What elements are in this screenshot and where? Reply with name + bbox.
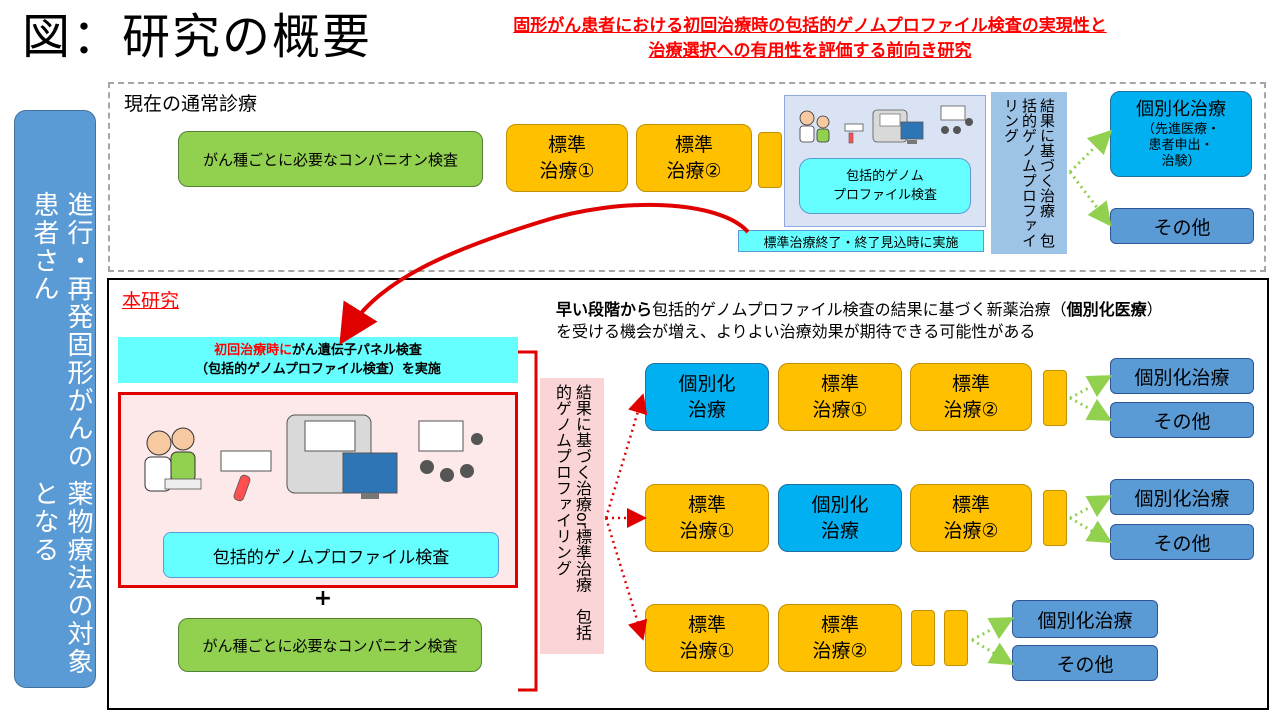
banner-red-part: 初回治療時に [214,343,292,358]
std1-line-2: 治療① [539,160,595,182]
current-personal-detail-1: （先進医療・ [1141,122,1220,137]
current-result-panel: 結果に基づく治療 包括的ゲノムプロファイリング [991,92,1067,254]
study-subtitle: 固形がん患者における初回治療時の包括的ゲノムプロファイル検査の実現性と 治療選択… [400,14,1220,64]
row2-personal-outcome: 個別化治療 [1110,479,1254,515]
current-standard-therapy-1: 標準治療① [506,124,628,192]
current-further-therapy [758,132,782,188]
current-personal-detail-3: 治験） [1161,154,1201,169]
row3-standard-1: 標準治療① [645,604,769,672]
current-cgp-image-panel: 包括的ゲノムプロファイル検査 [784,95,986,227]
std2-line-1: 標準 [674,134,713,156]
row2-standard-1: 標準治療① [645,484,769,552]
page-title: 図：研究の概要 [22,9,373,65]
patient-target-sidebar: 進行・再発固形がんの患者さん 薬物療法の対象となる [14,110,96,688]
computer-icon [342,452,398,499]
row3-personal-outcome: 個別化治療 [1012,600,1158,638]
row3-box1-line1: 標準 [687,614,726,636]
computer-icon [900,121,924,144]
row3-box1-line2: 治療① [679,640,735,662]
study-cgp-test: 包括的ゲノムプロファイル検査 [163,532,499,578]
row2-other-outcome: その他 [1110,524,1254,560]
row1-other-outcome: その他 [1110,402,1254,438]
current-other: その他 [1110,208,1254,244]
study-label: 本研究 [122,290,180,312]
row1-further [1043,370,1067,426]
row2-further [1043,490,1067,546]
sequencer-icon [872,109,908,143]
current-personal-detail-2: 患者申出・ [1148,138,1214,153]
current-standard-therapy-2: 標準治療② [636,124,752,192]
row3-further-1 [911,610,935,666]
doctor-patient-icon [799,110,830,143]
subtitle-line-2: 治療選択への有用性を評価する前向き研究 [648,41,972,61]
study-cgp-illustration [144,414,483,502]
study-first-line-banner: 初回治療時にがん遺伝子パネル検査 （包括的ゲノムプロファイル検査）を実施 [118,337,518,383]
desc-bold-2: 個別化医療 [1066,300,1147,319]
row2-box2-line1: 個別化 [811,494,869,516]
current-personalized-therapy: 個別化治療 （先進医療・ 患者申出・ 治験） [1110,91,1252,177]
sidebar-text: 進行・再発固形がんの患者さん 薬物療法の対象となる [15,191,95,687]
row3-box2-line1: 標準 [820,614,859,636]
row2-box2-line2: 治療 [820,520,859,542]
row1-box2-line2: 治療① [812,399,868,421]
current-result-panel-text: 結果に基づく治療 包括的ゲノムプロファイリング [1002,98,1056,248]
plus-sign: + [313,586,333,611]
row2-personalized: 個別化治療 [778,484,902,552]
study-cgp-panel: 包括的ゲノムプロファイル検査 [118,392,518,588]
row1-standard-2: 標準治療② [910,363,1032,431]
study-companion-test: がん種ごとに必要なコンパニオン検査 [178,618,482,672]
doctor-patient-icon [144,427,202,492]
row1-standard-1: 標準治療① [778,363,902,431]
row3-standard-2: 標準治療② [778,604,902,672]
conference-icon [418,420,483,482]
row1-box1-line2: 治療 [687,399,726,421]
current-timing-note: 標準治療終了・終了見込時に実施 [738,230,984,252]
row1-box1-line1: 個別化 [678,373,736,395]
row2-box3-line1: 標準 [951,494,990,516]
desc-line-2: を受ける機会が増え、よりよい治療効果が期待できる可能性がある [556,322,1036,341]
row2-standard-2: 標準治療② [910,484,1032,552]
current-cgp-test: 包括的ゲノムプロファイル検査 [799,158,971,214]
current-cgp-line-1: 包括的ゲノム [846,169,924,184]
sidebar-line-2: 薬物療法の対象となる [29,480,93,677]
sidebar-line-1: 進行・再発固形がんの患者さん [29,191,93,471]
row2-box1-line1: 標準 [687,494,726,516]
row1-box2-line1: 標準 [820,373,859,395]
current-cgp-line-2: プロファイル検査 [832,188,937,203]
row3-further-2 [944,610,968,666]
row1-box3-line1: 標準 [951,373,990,395]
test-tube-icon [844,123,864,144]
desc-bold-1: 早い段階から [556,300,653,319]
row3-box2-line2: 治療② [812,640,868,662]
desc-mid: 包括的ゲノムプロファイル検査の結果に基づく新薬治療（ [652,300,1067,319]
desc-end: ） [1146,300,1163,319]
conference-icon [940,105,973,134]
std2-line-2: 治療② [666,160,722,182]
row1-box3-line2: 治療② [943,399,999,421]
study-result-panel-text: 結果に基づく治療or標準治療 包括的ゲノムプロファイリング [553,384,592,641]
row2-box1-line2: 治療① [679,520,735,542]
study-description: 早い段階から包括的ゲノムプロファイル検査の結果に基づく新薬治療（個別化医療） を… [556,299,1262,343]
current-cgp-illustration [799,105,973,144]
banner-rest: がん遺伝子パネル検査 [291,343,422,358]
current-practice-label: 現在の通常診療 [124,93,258,115]
test-tube-icon [220,450,272,502]
banner-line-2: （包括的ゲノムプロファイル検査）を実施 [195,362,441,377]
row2-box3-line2: 治療② [943,520,999,542]
std1-line-1: 標準 [547,134,586,156]
study-result-panel: 結果に基づく治療or標準治療 包括的ゲノムプロファイリング [540,378,604,654]
current-personal-title: 個別化治療 [1136,99,1226,120]
row1-personalized: 個別化治療 [645,363,769,431]
row1-personal-outcome: 個別化治療 [1110,358,1254,394]
row3-other-outcome: その他 [1012,645,1158,681]
subtitle-line-1: 固形がん患者における初回治療時の包括的ゲノムプロファイル検査の実現性と [513,16,1107,36]
current-companion-test: がん種ごとに必要なコンパニオン検査 [178,131,483,187]
